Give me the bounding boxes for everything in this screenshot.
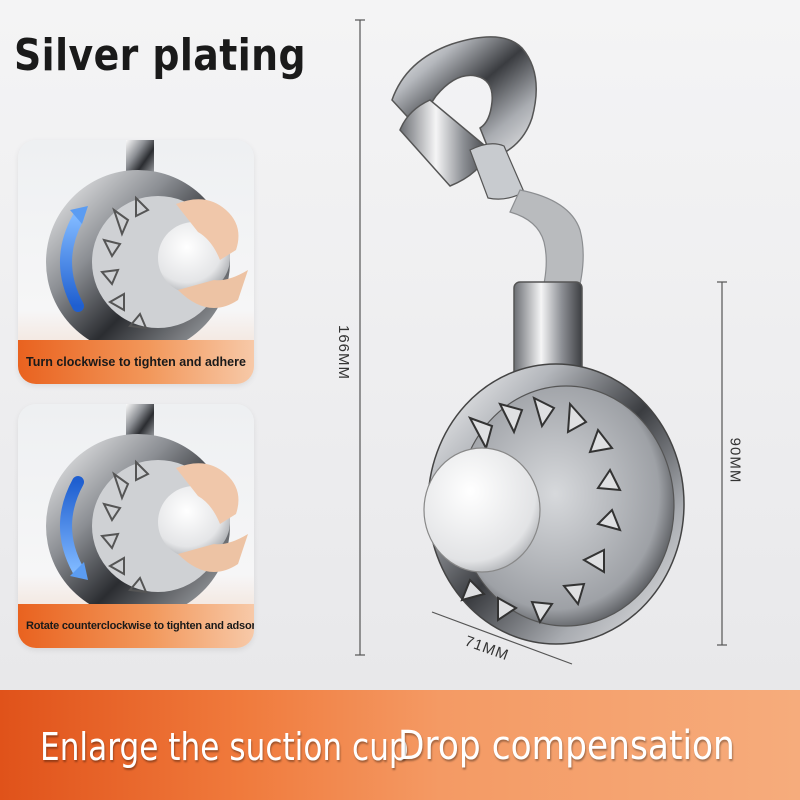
- instruction-panel-adsorb: Rotate counterclockwise to tighten and a…: [18, 404, 254, 648]
- height-total-label: 166MM: [335, 324, 353, 381]
- instruction-panel-tighten: Turn clockwise to tighten and adhere: [18, 140, 254, 384]
- instruction-caption: Turn clockwise to tighten and adhere: [18, 340, 254, 384]
- dimension-line-90: [717, 281, 727, 646]
- instruction-caption: Rotate counterclockwise to tighten and a…: [18, 604, 254, 648]
- instruction-caption-text: Turn clockwise to tighten and adhere: [26, 355, 246, 369]
- dimension-line-71: [431, 611, 573, 665]
- feature-text-suction: Enlarge the suction cup: [40, 725, 409, 769]
- dimension-line-166: [355, 19, 365, 656]
- feature-text-drop-compensation: Drop compensation: [398, 723, 735, 769]
- height-cup-label: 90MM: [726, 437, 744, 484]
- page-title: Silver plating: [14, 30, 307, 81]
- suction-cup-closeup-image: [46, 404, 248, 618]
- feature-banner: [0, 690, 800, 800]
- suction-cup-closeup-image: [46, 140, 248, 354]
- instruction-caption-text: Rotate counterclockwise to tighten and a…: [26, 620, 254, 632]
